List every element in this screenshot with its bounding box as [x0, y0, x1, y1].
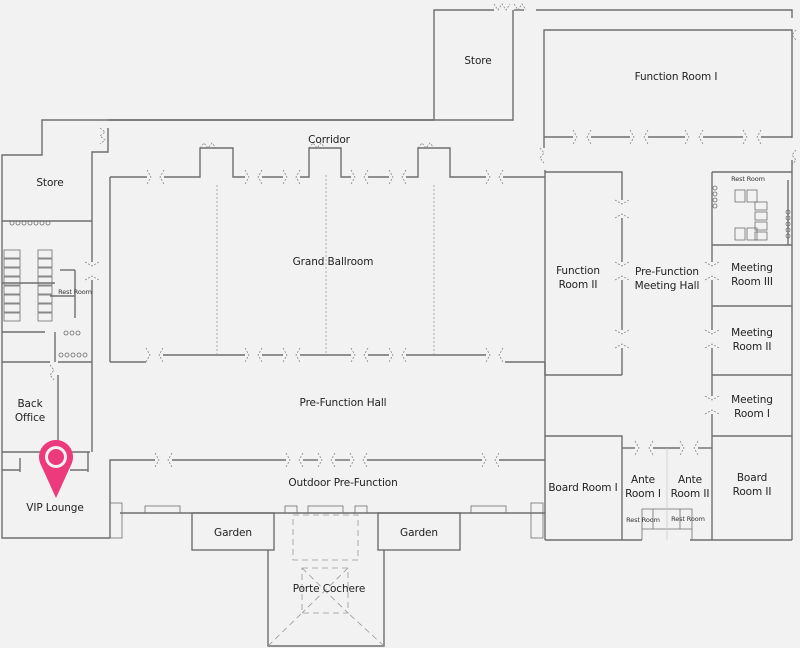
- room-label-store-top[interactable]: Store: [464, 55, 492, 67]
- room-label-corridor[interactable]: Corridor: [308, 134, 350, 146]
- wall: [91, 128, 109, 262]
- room-label-function-room-2[interactable]: Function Room II: [556, 265, 600, 291]
- room-label-outdoor-pre-function[interactable]: Outdoor Pre-Function: [288, 477, 398, 489]
- room-label-pre-function-hall[interactable]: Pre-Function Hall: [299, 397, 387, 409]
- room-label-board-room-1[interactable]: Board Room I: [548, 482, 618, 494]
- planter: [109, 502, 123, 539]
- room-label-grand-ballroom[interactable]: Grand Ballroom: [292, 256, 374, 268]
- wall-garden-right: [377, 512, 461, 551]
- planter: [530, 502, 544, 539]
- wall: [406, 147, 486, 178]
- room-label-meeting-room-1[interactable]: Meeting Room I: [731, 394, 773, 420]
- room-label-rest-room-ante-2[interactable]: Rest Room: [671, 515, 705, 523]
- wall-outdoor-pre-function: [109, 459, 155, 538]
- room-label-meeting-room-2[interactable]: Meeting Room II: [731, 327, 773, 353]
- room-label-porte-cochere[interactable]: Porte Cochere: [292, 583, 366, 595]
- wall: [545, 171, 623, 200]
- room-label-board-room-2[interactable]: Board Room II: [732, 472, 772, 498]
- wall-garden-left: [191, 512, 275, 551]
- wall: [1, 10, 514, 539]
- room-label-rest-room-left[interactable]: Rest Room: [58, 288, 92, 296]
- room-label-garden-left[interactable]: Garden: [214, 527, 252, 539]
- doors: [49, 3, 797, 468]
- wall: [300, 147, 351, 178]
- room-label-back-office[interactable]: Back Office: [14, 398, 46, 424]
- room-label-garden-right[interactable]: Garden: [400, 527, 438, 539]
- room-label-ante-room-2[interactable]: Ante Room II: [670, 474, 710, 500]
- room-label-function-room-1[interactable]: Function Room I: [634, 71, 718, 83]
- room-label-meeting-room-3[interactable]: Meeting Room III: [731, 262, 773, 288]
- room-label-pre-function-meeting-hall[interactable]: Pre-Function Meeting Hall: [634, 266, 700, 292]
- wall: [164, 147, 245, 178]
- room-label-ante-room-1[interactable]: Ante Room I: [625, 474, 661, 500]
- location-pin-icon[interactable]: [33, 438, 79, 500]
- room-label-vip-lounge[interactable]: VIP Lounge: [26, 502, 84, 514]
- room-label-store-left[interactable]: Store: [36, 177, 64, 189]
- wall-board-room-1: [544, 362, 623, 540]
- wall-porte-cochere: [267, 550, 385, 647]
- wall-store-top: [433, 9, 494, 120]
- room-label-rest-room-right[interactable]: Rest Room: [731, 175, 765, 183]
- room-label-rest-room-ante-1[interactable]: Rest Room: [626, 516, 660, 524]
- wall-function-room-1: [543, 29, 793, 148]
- wall: [536, 9, 793, 18]
